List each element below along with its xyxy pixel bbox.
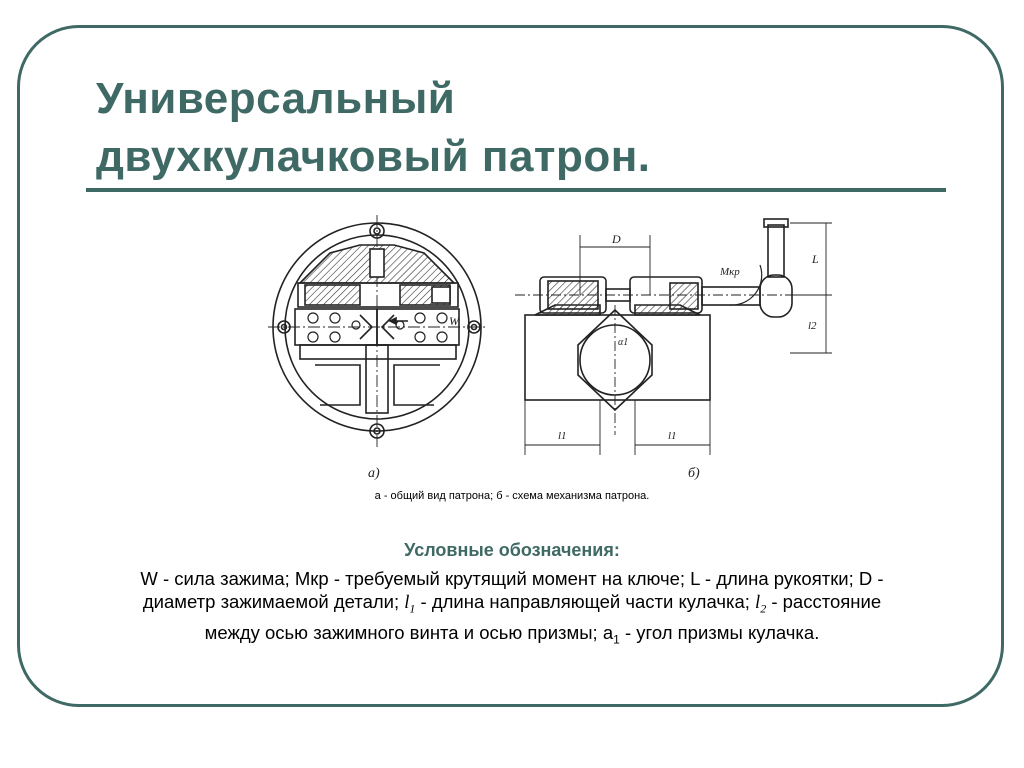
view-b-scheme <box>515 218 832 455</box>
symbol-l2: l2 <box>755 593 767 616</box>
legend-part-2: - длина направляющей части кулачка; <box>415 591 756 612</box>
legend-part-1: W - сила зажима; Мкр - требуемый крутящи… <box>140 568 884 612</box>
dim-l1-right-label: l1 <box>668 430 677 442</box>
slide-frame <box>17 25 1004 707</box>
dim-L-label: L <box>811 252 819 266</box>
view-a-label: а) <box>368 466 380 481</box>
torque-label: Мкр <box>719 266 740 278</box>
figure-caption: а - общий вид патрона; б - схема механиз… <box>374 490 650 502</box>
dim-D-label: D <box>611 232 621 246</box>
legend-text: W - сила зажима; Мкр - требуемый крутящи… <box>120 567 904 651</box>
symbol-a1-sub: 1 <box>613 632 620 647</box>
view-a-general <box>268 215 488 450</box>
title-line-1: Универсальный <box>96 74 456 123</box>
title-line-2: двухкулачковый патрон. <box>96 132 651 181</box>
dim-l1-left-label: l1 <box>558 430 567 442</box>
angle-label: α1 <box>618 337 628 348</box>
title-underline <box>86 188 946 192</box>
dim-l2-label: l2 <box>808 320 817 332</box>
symbol-l1: l1 <box>404 593 416 616</box>
chuck-drawing: W а) <box>268 215 832 481</box>
legend-part-3: - расстояние между осью зажимного винта … <box>204 591 882 643</box>
legend-title: Условные обозначения: <box>404 540 620 560</box>
view-b-label: б) <box>688 466 700 481</box>
force-label: W <box>449 314 460 328</box>
slide-title: Универсальный двухкулачковый патрон. <box>96 70 896 186</box>
legend-part-4: - угол призмы кулачка. <box>619 621 820 643</box>
